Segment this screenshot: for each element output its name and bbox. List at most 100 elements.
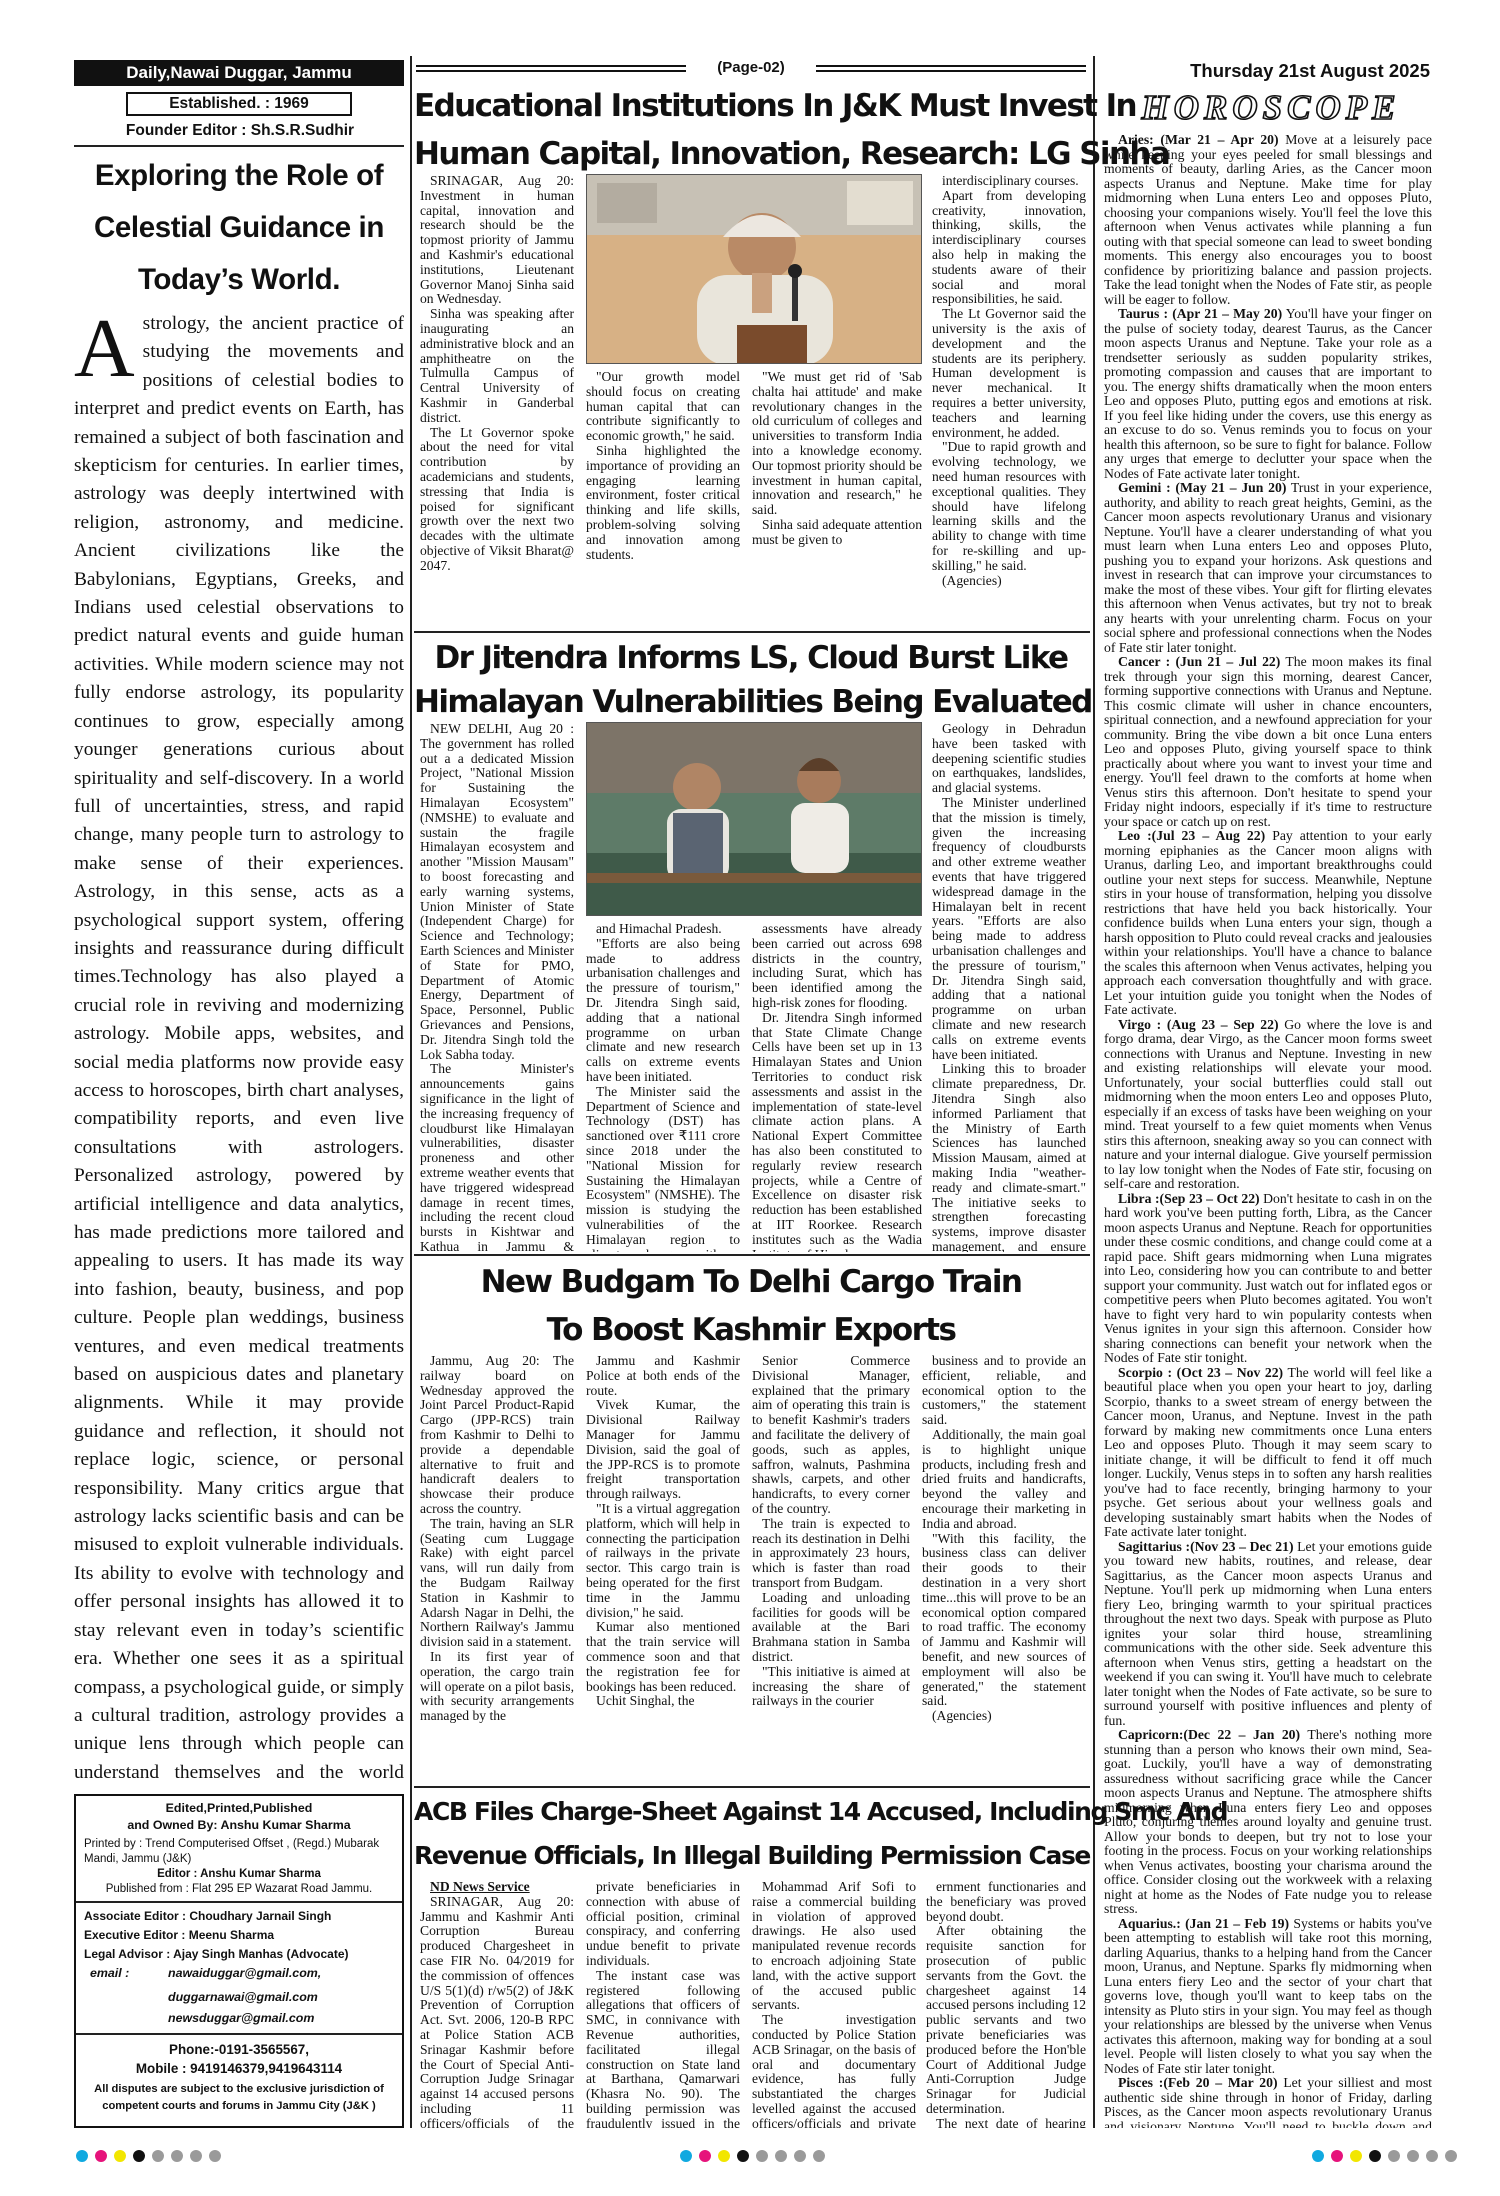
- paragraph: "With this facility, the business class …: [922, 1530, 1086, 1709]
- registration-dot: [1312, 2150, 1324, 2162]
- paragraph: The train, having an SLR (Seating cum Lu…: [420, 1515, 574, 1650]
- paragraph: The Minister said the Department of Scie…: [586, 1083, 740, 1252]
- paragraph: The Lt Governor spoke about the need for…: [420, 424, 574, 573]
- paragraph: Senior Commerce Divisional Manager, expl…: [752, 1354, 910, 1516]
- imprint-email-label: email :: [90, 1966, 130, 1980]
- story3-col1: Jammu, Aug 20: The railway board on Wedn…: [420, 1354, 574, 1782]
- story1-col2: "Our growth model should focus on creati…: [586, 370, 740, 627]
- paragraph: (Agencies): [942, 572, 1002, 588]
- jitendra-photo: [586, 722, 922, 916]
- horoscope-text: Systems or habits you've been attempting…: [1104, 1915, 1432, 2076]
- paragraph: SRINAGAR, Aug 20: Investment in human ca…: [420, 174, 574, 307]
- paragraph: interdisciplinary courses.: [942, 174, 1079, 188]
- headline-line: To Boost Kashmir Exports: [546, 1312, 957, 1348]
- paragraph: Geology in Dehradun have been tasked wit…: [932, 722, 1086, 796]
- horoscope-entry: Scorpio : (Oct 23 – Nov 22) The world wi…: [1104, 1364, 1432, 1540]
- paragraph: The instant case was registered followin…: [586, 1967, 740, 2128]
- paragraph: business and to provide an efficient, re…: [922, 1354, 1086, 1428]
- registration-dot: [775, 2150, 787, 2162]
- imprint-email[interactable]: newsduggar@gmail.com: [168, 2011, 315, 2025]
- registration-dot: [209, 2150, 221, 2162]
- story-separator: [414, 1786, 1090, 1788]
- horoscope-sign: Aquarius.: (Jan 21 – Feb 19): [1118, 1915, 1290, 1931]
- registration-dot: [737, 2150, 749, 2162]
- horoscope-entry: Taurus : (Apr 21 – May 20) You'll have y…: [1104, 306, 1432, 481]
- story4-col3: Mohammad Arif Sofi to raise a commercial…: [752, 1880, 916, 2128]
- registration-dot: [171, 2150, 183, 2162]
- paragraph: "This initiative is aimed at increasing …: [752, 1663, 910, 1709]
- imprint-mobile: Mobile : 9419146379,9419643114: [135, 2061, 343, 2076]
- drop-cap: A: [74, 310, 135, 395]
- horoscope-text: Don't hesitate to cash in on the hard wo…: [1104, 1190, 1432, 1365]
- column-divider: [1093, 56, 1095, 2128]
- registration-dot: [680, 2150, 692, 2162]
- horoscope-entry: Gemini : (May 21 – Jun 20) Trust in your…: [1104, 480, 1432, 655]
- horoscope-sign: Pisces :(Feb 20 – Mar 20): [1118, 2075, 1278, 2090]
- horoscope-entry: Aries: (Mar 21 – Apr 20) Move at a leisu…: [1104, 133, 1432, 307]
- editorial-text: strology, the ancient practice of studyi…: [74, 313, 404, 1783]
- story2-col1: NEW DELHI, Aug 20 : The government has r…: [420, 722, 574, 1252]
- story1-col1: SRINAGAR, Aug 20: Investment in human ca…: [420, 174, 574, 627]
- imprint-disclaimer: All disputes are subject to the exclusiv…: [94, 2083, 384, 2112]
- horoscope-text: You'll have your finger on the pulse of …: [1104, 306, 1432, 481]
- registration-dot: [756, 2150, 768, 2162]
- story2-col2: and Himachal Pradesh."Efforts are also b…: [586, 922, 740, 1252]
- paragraph: The investigation conducted by Police St…: [752, 2012, 916, 2128]
- story4-byline: ND News Service: [430, 1880, 530, 1894]
- paragraph: "It is a virtual aggregation platform, w…: [586, 1500, 740, 1620]
- story4-col1: SRINAGAR, Aug 20: Jammu and Kashmir Anti…: [420, 1894, 574, 2128]
- left-column: Daily,Nawai Duggar, Jammu Established. :…: [74, 58, 404, 2133]
- story3-col2: Jammu and Kashmir Police at both ends of…: [586, 1354, 740, 1782]
- paragraph: Dr. Jitendra Singh informed that State C…: [752, 1009, 922, 1252]
- imprint-email[interactable]: nawaiduggar@gmail.com,: [168, 1966, 322, 1980]
- horoscope-list: Aries: (Mar 21 – Apr 20) Move at a leisu…: [1104, 133, 1432, 2128]
- imprint-legal: Legal Advisor : Ajay Singh Manhas (Advoc…: [84, 1947, 349, 1961]
- registration-dot: [794, 2150, 806, 2162]
- horoscope-text: The moon makes its final trek through yo…: [1104, 654, 1432, 829]
- editorial-title-line: Exploring the Role of: [94, 159, 384, 192]
- paragraph: In its first year of operation, the carg…: [420, 1648, 574, 1724]
- registration-dot: [1445, 2150, 1457, 2162]
- imprint-email[interactable]: duggarnawai@gmail.com: [168, 1990, 318, 2004]
- paragraph: NEW DELHI, Aug 20 : The government has r…: [420, 722, 574, 1062]
- horoscope-sign: Libra :(Sep 23 – Oct 22): [1118, 1190, 1260, 1206]
- horoscope-entry: Libra :(Sep 23 – Oct 22) Don't hesitate …: [1104, 1190, 1432, 1366]
- paragraph: Additionally, the main goal is to highli…: [922, 1426, 1086, 1531]
- paragraph: Sinha said adequate attention must be gi…: [752, 516, 922, 547]
- editorial-title-line: Today’s World.: [137, 263, 340, 296]
- paragraph: Apart from developing creativity, innova…: [932, 187, 1086, 307]
- horoscope-text: Let your silliest and most authentic sid…: [1104, 2075, 1432, 2128]
- paper-name-bar: Daily,Nawai Duggar, Jammu: [74, 60, 404, 86]
- lg-sinha-photo-svg: [587, 175, 921, 363]
- story4-col4: ernment functionaries and the beneficiar…: [926, 1880, 1086, 2128]
- story4-col2: private beneficiaries in connection with…: [586, 1880, 740, 2128]
- imprint-box: Edited,Printed,Published and Owned By: A…: [74, 1794, 404, 2128]
- horoscope-text: Trust in your experience, authority, and…: [1104, 480, 1432, 655]
- horoscope-entry: Aquarius.: (Jan 21 – Feb 19) Systems or …: [1104, 1915, 1432, 2077]
- horoscope-title: HOROSCOPE: [1141, 87, 1401, 128]
- paragraph: Sinha was speaking after inaugurating an…: [420, 306, 574, 425]
- left-rule: [74, 145, 404, 147]
- horoscope-text: Go where the love is and forgo drama, de…: [1104, 1016, 1432, 1191]
- horoscope-text: Let your emotions guide you toward new h…: [1104, 1538, 1432, 1728]
- paragraph: Jammu and Kashmir Police at both ends of…: [586, 1354, 740, 1398]
- registration-dot: [1407, 2150, 1419, 2162]
- headline-line: Dr Jitendra Informs LS, Cloud Burst Like: [434, 640, 1070, 676]
- paragraph: The Minister underlined that the mission…: [932, 794, 1086, 1062]
- paragraph: Loading and unloading facilities for goo…: [752, 1589, 910, 1664]
- editorial-title-line: Celestial Guidance in: [94, 211, 384, 244]
- registration-dot: [813, 2150, 825, 2162]
- paragraph: private beneficiaries in connection with…: [586, 1880, 740, 1968]
- story1-col3: "We must get rid of 'Sab chalta hai atti…: [752, 370, 922, 627]
- horoscope-sign: Gemini : (May 21 – Jun 20): [1118, 480, 1287, 495]
- imprint-editor: Editor : Anshu Kumar Sharma: [157, 1868, 321, 1880]
- horoscope-text: There's nothing more stunning than a per…: [1104, 1727, 1432, 1916]
- horoscope-sign: Cancer : (Jun 21 – Jul 22): [1118, 654, 1281, 669]
- story-separator: [414, 631, 1090, 633]
- paragraph: The Lt Governor said the university is t…: [932, 306, 1086, 440]
- horoscope-sign: Scorpio : (Oct 23 – Nov 22): [1118, 1364, 1284, 1380]
- paragraph: The train is expected to reach its desti…: [752, 1515, 910, 1590]
- horoscope-text: Pay attention to your early morning epip…: [1104, 828, 1432, 1017]
- page-date: Thursday 21st August 2025: [1190, 60, 1430, 81]
